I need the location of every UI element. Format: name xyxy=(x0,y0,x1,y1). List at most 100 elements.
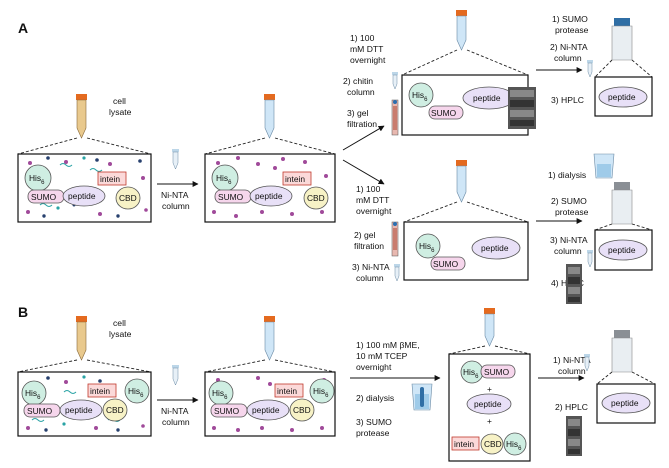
sumo-tag xyxy=(430,256,466,271)
intein-domain xyxy=(282,171,312,186)
svg-text:peptide: peptide xyxy=(473,93,501,103)
panel-label-b: B xyxy=(18,304,28,320)
svg-text:CBD: CBD xyxy=(119,193,137,203)
cell-lysate-label-a: cell lysate xyxy=(109,96,132,117)
svg-text:intein: intein xyxy=(100,174,120,184)
svg-text:peptide: peptide xyxy=(255,191,283,201)
svg-text:His6: His6 xyxy=(216,173,232,186)
fusion-protein-a2: His6 SUMO peptide intein CBD xyxy=(211,164,329,210)
peptide-domain xyxy=(601,392,651,414)
plus-sign: + xyxy=(487,384,492,394)
hplc-icon-b xyxy=(566,416,582,456)
column-icon xyxy=(394,264,400,282)
fusion-protein-b2: His6 SUMO peptide intein CBD His6 xyxy=(208,378,335,422)
chitin-column-icon xyxy=(392,72,398,90)
svg-text:His6: His6 xyxy=(463,367,479,380)
cleaved-tube-b xyxy=(484,308,495,347)
cleaved-tube-a-bottom xyxy=(456,160,467,203)
fusion-protein-a1: His6 SUMO peptide intein CBD xyxy=(24,164,141,210)
svg-text:SUMO: SUMO xyxy=(484,367,510,377)
svg-text:CBD: CBD xyxy=(484,439,502,449)
svg-text:peptide: peptide xyxy=(252,405,280,415)
zoom-lines-a1 xyxy=(17,137,152,155)
zoom-lines-b3 xyxy=(448,345,531,355)
b-cleave-steps: 1) 100 mM βME, 10 mM TCEP overnight 2) d… xyxy=(356,340,422,438)
eluate-dots-a xyxy=(212,156,328,218)
peptide-domain xyxy=(62,185,106,207)
svg-text:His6: His6 xyxy=(29,173,45,186)
peptide-domain xyxy=(598,239,648,261)
peptide-domain xyxy=(471,236,521,260)
cbd-domain xyxy=(303,186,329,210)
ni-nta-label-b: Ni-NTA column xyxy=(161,406,190,427)
peptide-domain xyxy=(59,399,103,421)
hplc-icon-a-bottom xyxy=(566,264,582,304)
svg-text:His6: His6 xyxy=(212,388,228,401)
vial-a-bottom xyxy=(611,182,633,225)
zoom-lines-a3 xyxy=(401,49,529,76)
plus-sign: + xyxy=(487,416,492,426)
cleaved-tube-a-top xyxy=(456,10,467,51)
zoom-lines-b1 xyxy=(17,359,152,373)
gel-filtration-icon-a-bottom xyxy=(391,221,399,257)
cbd-domain xyxy=(115,186,141,210)
cleaved-protein-a-bottom: His6 SUMO peptide xyxy=(415,233,521,271)
column-icon xyxy=(587,60,593,78)
intein-domain xyxy=(87,383,117,398)
svg-text:SUMO: SUMO xyxy=(27,406,53,416)
his6-tag xyxy=(124,378,150,404)
lysate-dots-a xyxy=(26,156,148,218)
column-icon xyxy=(172,149,179,170)
svg-text:His6: His6 xyxy=(412,90,428,103)
svg-text:intein: intein xyxy=(277,386,297,396)
svg-text:peptide: peptide xyxy=(608,245,636,255)
lysate-tube-b xyxy=(76,316,87,361)
svg-text:intein: intein xyxy=(90,386,110,396)
intein-domain xyxy=(451,436,480,451)
his6-tag xyxy=(408,82,434,108)
svg-text:peptide: peptide xyxy=(481,243,509,253)
eluate-tube-a xyxy=(264,94,275,139)
cleaved-products-b: His6 SUMO + peptide + intein CBD His6 xyxy=(451,360,527,456)
svg-text:SUMO: SUMO xyxy=(218,192,244,202)
svg-text:peptide: peptide xyxy=(608,92,636,102)
lysate-dots-b xyxy=(26,375,145,432)
zoom-lines-a2 xyxy=(204,137,336,155)
zoom-lines-b2 xyxy=(204,359,336,373)
fusion-protein-b1: His6 SUMO peptide intein CBD His6 xyxy=(21,378,150,422)
arrow-a-branch-down xyxy=(342,159,385,185)
svg-text:CBD: CBD xyxy=(106,405,124,415)
intein-domain xyxy=(274,383,304,398)
hplc-icon-a-top xyxy=(508,87,536,129)
column-icon xyxy=(587,250,593,268)
b-final-steps: 1) Ni-NTA column 2) HPLC xyxy=(553,355,592,412)
panel-label-a: A xyxy=(18,20,28,36)
svg-text:intein: intein xyxy=(454,439,474,449)
ni-nta-label-a: Ni-NTA column xyxy=(161,190,190,211)
svg-text:His6: His6 xyxy=(313,386,329,399)
peptide-domain xyxy=(466,393,512,415)
column-icon xyxy=(172,365,179,386)
cell-lysate-label-b: cell lysate xyxy=(109,318,132,339)
column-icon xyxy=(584,354,590,372)
his6-tag xyxy=(309,378,335,404)
eluate-tube-b xyxy=(264,316,275,361)
gel-filtration-icon-a-top xyxy=(391,99,399,136)
svg-text:peptide: peptide xyxy=(65,405,93,415)
beaker-icon-b xyxy=(411,383,433,411)
cleaved-protein-a-top: His6 SUMO peptide xyxy=(408,82,516,120)
a-bottom-cleave-steps: 1) 100 mM DTT overnight 2) gel filtratio… xyxy=(352,184,394,283)
lysate-tube-a xyxy=(76,94,87,139)
svg-text:peptide: peptide xyxy=(474,399,502,409)
a-top-final-steps: 1) SUMO protease 2) Ni-NTA column 3) HPL… xyxy=(550,14,591,105)
cbd-domain xyxy=(102,398,128,422)
his6-tag xyxy=(503,432,527,456)
svg-text:intein: intein xyxy=(285,174,305,184)
svg-text:SUMO: SUMO xyxy=(431,108,457,118)
his6-tag xyxy=(415,233,441,259)
peptide-domain xyxy=(598,86,648,108)
svg-text:SUMO: SUMO xyxy=(31,192,57,202)
sumo-tag xyxy=(428,105,464,120)
cbd-domain xyxy=(289,398,315,422)
